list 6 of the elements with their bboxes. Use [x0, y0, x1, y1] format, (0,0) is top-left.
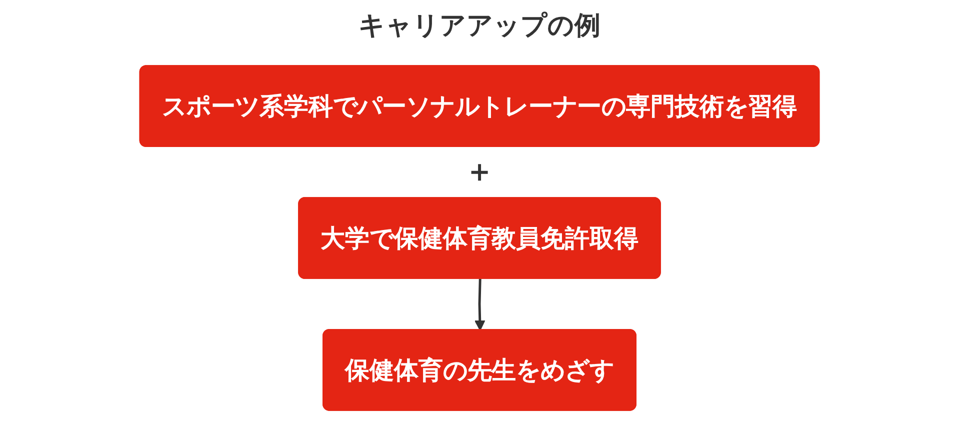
process-box: スポーツ系学科でパーソナルトレーナーの専門技術を習得	[139, 65, 820, 147]
process-box: 保健体育の先生をめざす	[322, 329, 636, 411]
arrow	[474, 278, 486, 331]
plus-sign: ＋	[464, 157, 494, 188]
process-box: 大学で保健体育教員免許取得	[298, 197, 661, 279]
title: キャリアアップの例	[358, 11, 600, 41]
